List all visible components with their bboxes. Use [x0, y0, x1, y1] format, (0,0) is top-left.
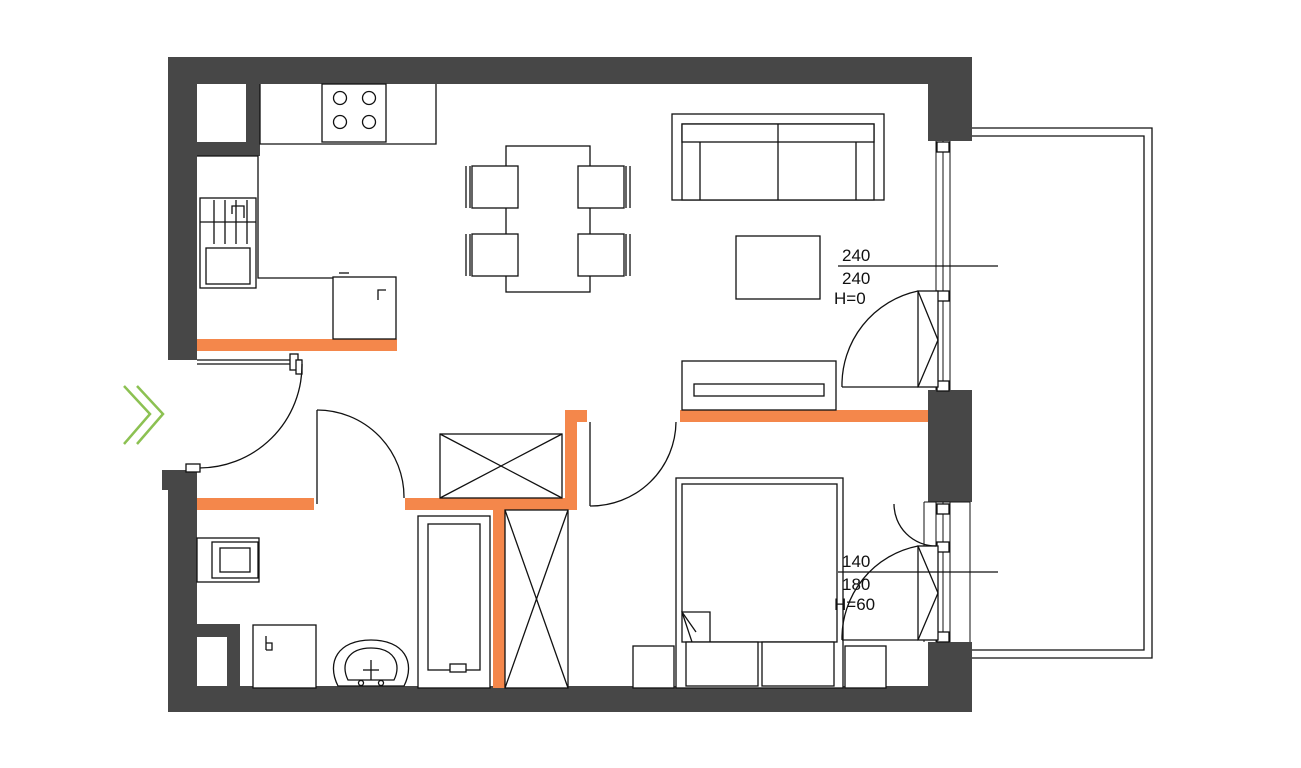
window-height-label: 240: [842, 269, 870, 288]
exterior-walls: [162, 57, 972, 712]
fridge: [332, 272, 397, 340]
window-sill-label: H=0: [834, 289, 866, 308]
window-annotation-1: 240 240 H=0: [834, 246, 998, 308]
entrance-door: [185, 353, 303, 473]
entrance-arrow-icon: [123, 385, 165, 445]
washbasin: [332, 639, 410, 687]
chair: [465, 233, 519, 277]
balcony-door-living: [841, 290, 939, 388]
window-height-label: 180: [842, 575, 870, 594]
nightstand: [632, 645, 675, 689]
balcony-door-bedroom: [841, 503, 939, 641]
window-width-label: 140: [842, 552, 870, 571]
dining-set: [465, 145, 631, 293]
wardrobe: [439, 433, 563, 499]
window-annotation-2: 140 180 H=60: [834, 552, 998, 614]
chair: [577, 165, 631, 209]
double-bed: [675, 477, 844, 689]
chair: [465, 165, 519, 209]
kitchen-sink: [199, 197, 257, 289]
window-width-label: 240: [842, 246, 870, 265]
cooktop: [321, 83, 387, 143]
wardrobe: [504, 509, 569, 689]
partition-walls: [197, 339, 928, 688]
bathtub: [417, 515, 491, 689]
washing-machine: [196, 537, 260, 583]
window-sill-label: H=60: [834, 595, 875, 614]
coffee-table: [735, 235, 821, 300]
balcony: [970, 127, 1153, 659]
chair: [577, 233, 631, 277]
sofa: [671, 113, 885, 201]
toilet: [252, 624, 317, 689]
bedroom-door: [589, 421, 677, 507]
nightstand: [844, 645, 887, 689]
bathroom-door: [316, 409, 405, 504]
tv-cabinet: [681, 360, 837, 411]
kitchen: [197, 83, 437, 340]
